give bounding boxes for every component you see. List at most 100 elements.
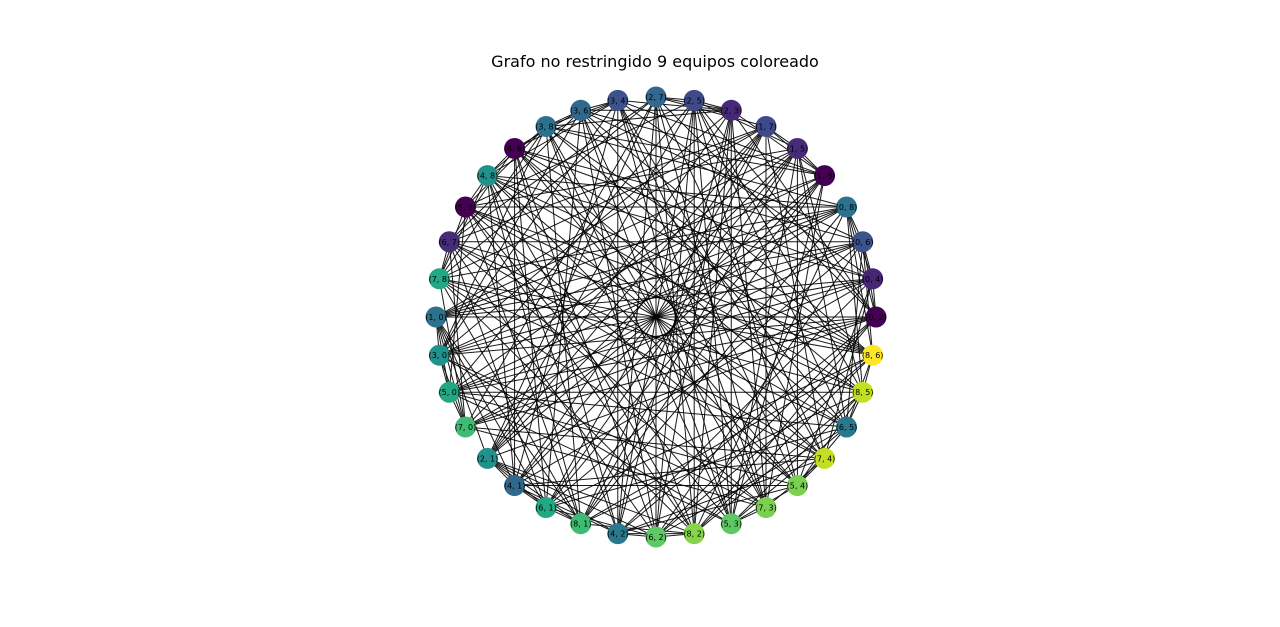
- graph-node: (6, 5): [836, 416, 858, 438]
- graph-edge: [580, 109, 863, 243]
- graph-node-circle: [438, 231, 460, 253]
- graph-node: (0, 8): [836, 196, 858, 218]
- graph-node-label: (5, 3): [720, 520, 742, 529]
- graph-edge: [438, 278, 582, 524]
- graph-node: (8, 6): [862, 344, 883, 366]
- graph-node: (5, 8): [455, 196, 476, 218]
- graph-node-label: (2, 5): [683, 96, 705, 105]
- graph-edge: [448, 241, 466, 428]
- graph-edge: [514, 99, 619, 149]
- graph-node-circle: [755, 115, 777, 137]
- graph-edge: [465, 206, 695, 534]
- graph-node: (1, 3): [814, 165, 836, 187]
- graph-node-circle: [720, 513, 742, 535]
- graph-node: (6, 7): [438, 231, 460, 253]
- graph-node: (3, 6): [570, 99, 592, 121]
- graph-node-label: (4, 2): [607, 530, 629, 539]
- graph-edge: [465, 426, 767, 509]
- graph-node-circle: [607, 89, 629, 111]
- graph-edge: [617, 100, 798, 486]
- graph-edge: [514, 148, 825, 459]
- graph-node-circle: [645, 526, 667, 548]
- graph-edge: [545, 126, 732, 524]
- graph-edge: [797, 391, 864, 486]
- graph-node-label: (5, 0): [439, 388, 461, 397]
- graph-node: (8, 5): [852, 381, 874, 403]
- graph-node-label: (0, 6): [852, 238, 874, 247]
- graph-edge: [486, 175, 582, 524]
- graph-edge: [487, 175, 873, 356]
- graph-node: (2, 1): [476, 447, 498, 469]
- graph-node-label: (4, 6): [504, 144, 526, 153]
- graph-edge: [580, 109, 825, 177]
- graph-node-label: (8, 1): [570, 520, 592, 529]
- graph-node: (7, 4): [814, 447, 835, 469]
- figure-title: Grafo no restringido 9 equipos coloreado: [491, 52, 819, 71]
- graph-node-circle: [852, 381, 874, 403]
- graph-node: (6, 1): [535, 497, 557, 519]
- graph-node-label: (5, 4): [787, 482, 809, 491]
- graph-node-circle: [476, 447, 498, 469]
- graph-node-circle: [852, 231, 874, 253]
- graph-node-circle: [454, 416, 476, 438]
- graph-edge: [449, 316, 877, 393]
- graph-node: (2, 7): [645, 86, 667, 108]
- graph-node-circle: [683, 523, 705, 545]
- graph-node-circle: [836, 416, 858, 438]
- graph-node-circle: [428, 268, 450, 290]
- graph-node: (3, 8): [535, 115, 557, 137]
- graph-edge: [448, 241, 767, 508]
- graph-node: (5, 4): [786, 475, 809, 497]
- graph-node: (4, 2): [607, 523, 629, 545]
- graph-node-circle: [535, 115, 557, 137]
- graph-node-label: (1, 0): [425, 313, 447, 322]
- graph-node-label: (3, 6): [570, 106, 592, 115]
- graph-node-circle: [786, 475, 808, 497]
- graph-node-circle: [504, 137, 526, 159]
- graph-node-label: (6, 1): [535, 504, 557, 513]
- graph-edge: [465, 206, 582, 524]
- graph-edge: [580, 110, 657, 538]
- graph-edge: [487, 175, 619, 534]
- graph-node-circle: [865, 306, 887, 328]
- graph-edge: [448, 241, 547, 508]
- graph-node-circle: [570, 513, 592, 535]
- graph-node-label: (7, 3): [755, 504, 777, 513]
- graph-edge: [438, 100, 619, 356]
- graph-node-circle: [814, 165, 836, 187]
- graph-node: (2, 3): [720, 99, 742, 121]
- graph-edge: [545, 426, 847, 509]
- graph-edge: [449, 241, 847, 428]
- graph-node-label: (1, 5): [787, 144, 809, 153]
- graph-node-label: (1, 7): [755, 122, 777, 131]
- graph-edge: [448, 148, 798, 393]
- graph-node: (0, 2): [865, 306, 887, 328]
- graph-edge: [617, 96, 657, 534]
- graph-edge: [655, 96, 767, 508]
- graph-node: (5, 0): [439, 381, 461, 403]
- graph-edge: [487, 457, 619, 535]
- graph-edge: [514, 457, 825, 487]
- graph-edge: [448, 109, 582, 243]
- graph-edge: [617, 99, 732, 111]
- graph-edge: [617, 99, 825, 177]
- graph-edge: [438, 278, 695, 535]
- graph-edge: [487, 458, 582, 525]
- graph-edge: [514, 100, 619, 486]
- graph-edge: [545, 110, 582, 508]
- graph-edge: [465, 206, 863, 393]
- graph-node: (0, 6): [852, 231, 874, 253]
- graph-node-label: (0, 8): [836, 203, 858, 212]
- graph-node-label: (2, 3): [720, 106, 742, 115]
- graph-edge: [580, 109, 873, 356]
- graph-edge: [545, 126, 695, 534]
- graph-node: (7, 0): [454, 416, 476, 438]
- graph-edge: [617, 100, 825, 459]
- graph-node: (4, 6): [504, 137, 526, 159]
- graph-edge: [514, 148, 873, 280]
- graph-edge: [514, 148, 847, 428]
- graph-edge: [439, 278, 825, 459]
- graph-node-label: (4, 8): [477, 172, 499, 181]
- graph-edge: [580, 110, 732, 524]
